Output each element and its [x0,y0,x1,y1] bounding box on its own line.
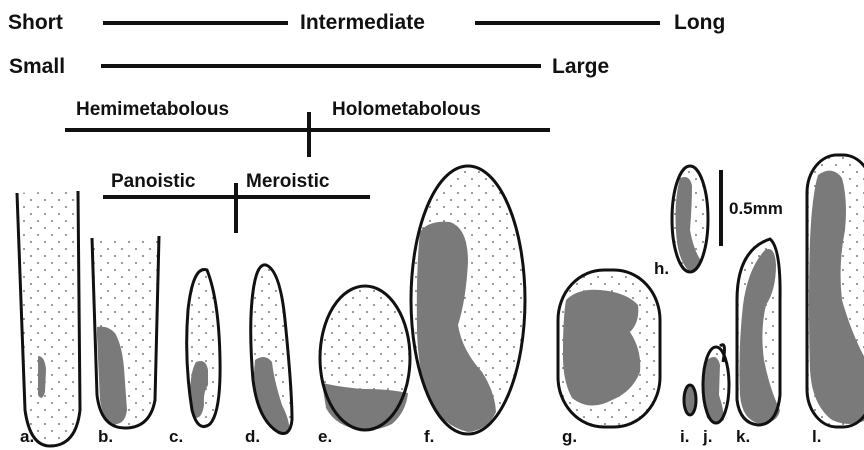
specimen-j-shape [703,345,729,423]
specimen-f-shape [411,166,525,434]
specimen-d-label: d. [245,428,260,445]
meroistic-label: Meroistic [246,172,329,191]
duration-short-label: Short [8,12,63,33]
specimen-h-shape [672,166,708,272]
specimen-j-label: j. [703,428,712,445]
specimen-i-shape [684,385,696,415]
specimen-h-label: h. [654,260,669,277]
hemimetabolous-label: Hemimetabolous [76,100,229,119]
specimen-a-shape [17,191,80,446]
size-large-label: Large [552,56,609,77]
duration-intermediate-label: Intermediate [300,12,425,33]
specimen-b-shape [92,236,159,428]
specimen-e-shape [320,286,410,430]
specimen-g-label: g. [562,428,577,445]
specimen-k-shape [737,239,780,425]
specimen-f-label: f. [424,428,434,445]
duration-long-label: Long [674,12,725,33]
panoistic-label: Panoistic [111,172,195,191]
specimen-g-shape [558,270,660,427]
specimen-l-label: l. [812,428,821,445]
specimen-a-label: a. [20,428,34,445]
scale-bar-label: 0.5mm [729,200,783,217]
specimen-e-label: e. [318,428,332,445]
size-small-label: Small [9,56,65,77]
specimen-d-shape [251,265,292,434]
specimen-i-label: i. [680,428,689,445]
specimen-c-shape [187,270,220,427]
specimen-l-shape [807,155,864,427]
specimen-c-label: c. [169,428,183,445]
specimen-b-label: b. [98,428,113,445]
specimen-k-label: k. [736,428,750,445]
holometabolous-label: Holometabolous [332,100,481,119]
